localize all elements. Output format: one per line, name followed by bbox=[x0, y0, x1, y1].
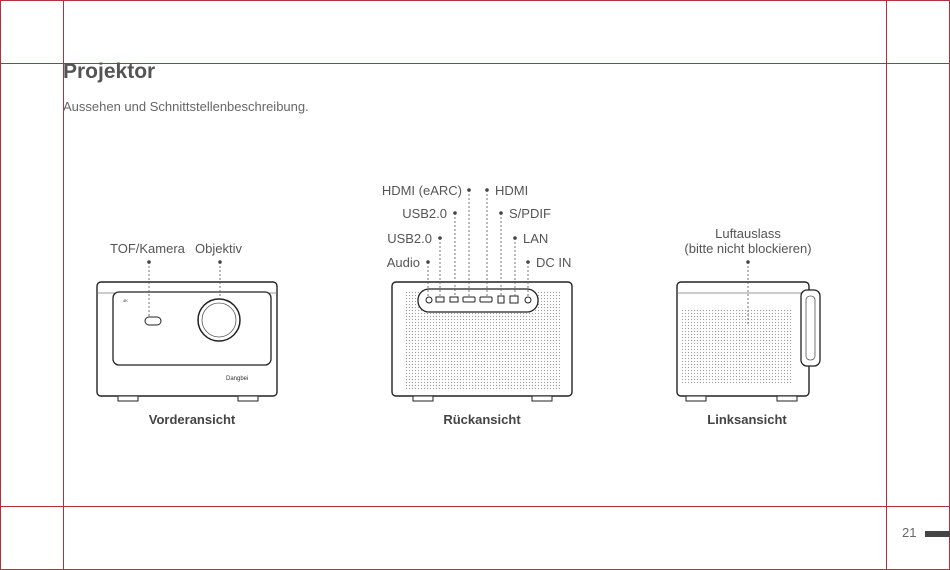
svg-text:4K: 4K bbox=[123, 298, 128, 303]
label-usb-2: USB2.0 bbox=[387, 231, 432, 246]
caption-back-view: Rückansicht bbox=[392, 412, 572, 427]
label-usb-1: USB2.0 bbox=[402, 206, 447, 221]
caption-side-view: Linksansicht bbox=[672, 412, 822, 427]
label-vent-line1: Luftauslass bbox=[678, 226, 818, 241]
page-number-bar bbox=[925, 531, 950, 537]
label-lens: Objektiv bbox=[195, 241, 242, 256]
label-dc-in: DC IN bbox=[536, 255, 571, 270]
brand-mark: Dangbei bbox=[226, 376, 248, 382]
side-view-drawing bbox=[677, 282, 820, 401]
label-spdif: S/PDIF bbox=[509, 206, 551, 221]
caption-front-view: Vorderansicht bbox=[97, 412, 287, 427]
label-hdmi: HDMI bbox=[495, 183, 528, 198]
back-view-drawing bbox=[392, 282, 572, 401]
page-number: 21 bbox=[902, 525, 916, 540]
label-audio: Audio bbox=[387, 255, 420, 270]
label-lan: LAN bbox=[523, 231, 548, 246]
front-view-drawing: 4K bbox=[97, 282, 277, 401]
label-hdmi-earc: HDMI (eARC) bbox=[382, 183, 462, 198]
label-camera: TOF/Kamera bbox=[110, 241, 185, 256]
label-vent-line2: (bitte nicht blockieren) bbox=[668, 241, 828, 256]
